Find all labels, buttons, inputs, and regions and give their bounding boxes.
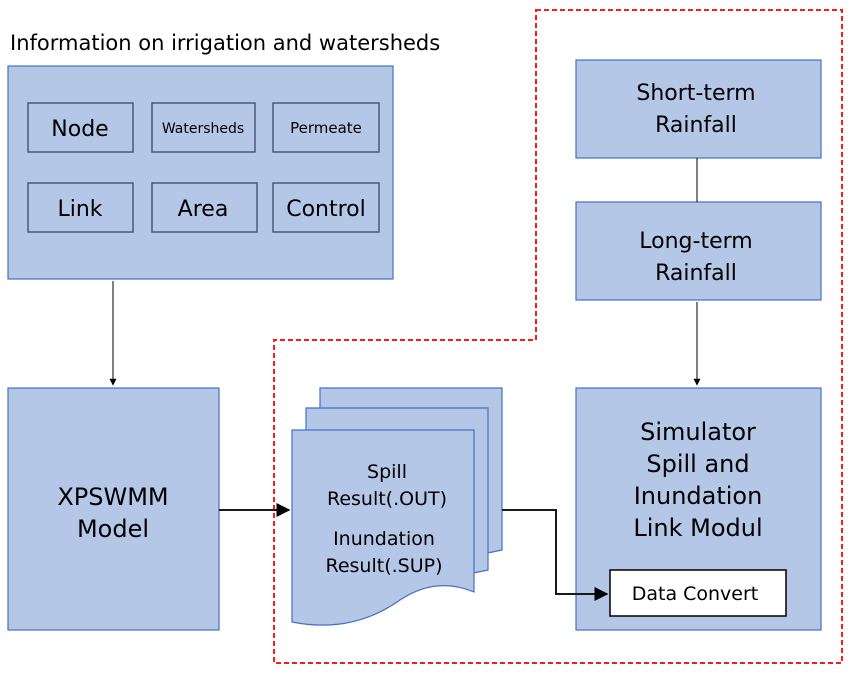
data-convert-box	[609, 569, 787, 617]
permeate-box	[272, 102, 380, 153]
link-box	[27, 182, 134, 233]
long-term-label: Long-term	[639, 229, 752, 254]
model-label: Model	[77, 515, 149, 543]
xpswmm-label: XPSWMM	[57, 483, 168, 511]
control-box	[272, 182, 380, 233]
area-label: Area	[178, 197, 229, 222]
area-box	[151, 182, 258, 233]
simulator-label: Simulator	[640, 418, 756, 446]
link-label: Link	[57, 197, 102, 222]
node-label: Node	[51, 117, 108, 142]
short-term-rainfall-box	[575, 59, 822, 159]
simulation-boundary	[273, 9, 843, 664]
short-term-label: Short-term	[636, 81, 755, 106]
spill-label: Spill	[367, 461, 407, 483]
short-term-rainfall-label: Rainfall	[655, 113, 737, 138]
long-term-rainfall-box	[575, 201, 822, 301]
inundation-sim-label: Inundation	[634, 482, 763, 510]
data-convert-label: Data Convert	[632, 583, 759, 605]
permeate-label: Permeate	[290, 119, 362, 137]
inundation-result-label: Result(.SUP)	[326, 555, 443, 577]
watersheds-box	[151, 102, 256, 153]
info-panel	[7, 65, 394, 280]
spill-result-label: Result(.OUT)	[327, 488, 447, 510]
control-label: Control	[286, 197, 366, 222]
section-title: Information on irrigation and watersheds	[10, 31, 440, 55]
spill-and-label: Spill and	[646, 450, 749, 478]
watersheds-label: Watersheds	[162, 121, 244, 137]
xpswmm-model-box	[7, 387, 220, 631]
node-box	[27, 102, 134, 153]
inundation-label: Inundation	[333, 528, 435, 550]
link-modul-label: Link Modul	[633, 514, 762, 542]
result-documents	[291, 387, 503, 626]
long-term-rainfall-label: Rainfall	[655, 261, 737, 286]
results-to-convert-arrow	[502, 509, 609, 601]
